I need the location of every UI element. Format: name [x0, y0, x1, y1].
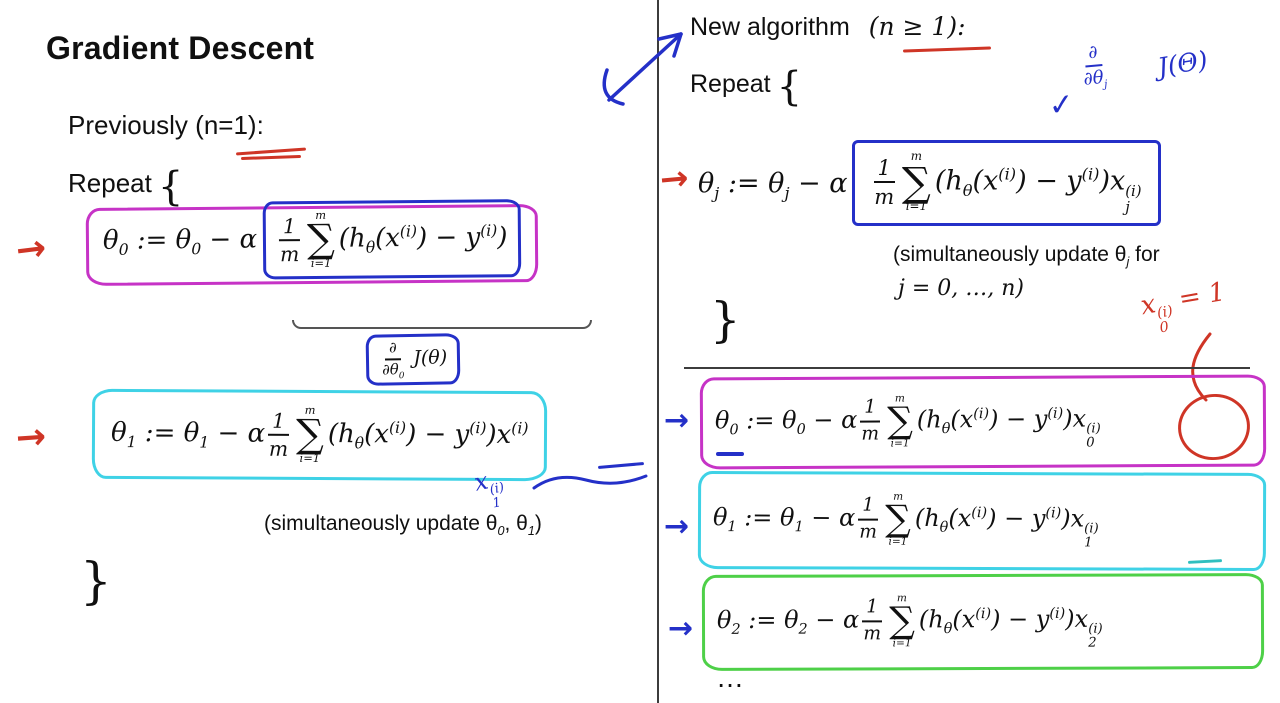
handwritten-J-theta: J(Θ) [1155, 45, 1210, 82]
new-algorithm-header: New algorithm (n ≥ 1): [690, 12, 966, 42]
previously-line: Previously (n=1): [68, 110, 264, 141]
previously-n-condition: (n=1): [195, 110, 264, 140]
partial-derivative-label-box: ∂∂θ0 J(θ) [365, 333, 461, 386]
simultaneous-update-note-left: (simultaneously update θ0, θ1) [264, 512, 542, 539]
blue-underline-theta0 [716, 452, 744, 456]
red-arrow: → [13, 227, 49, 272]
blue-arrow: → [664, 509, 690, 544]
open-brace: { [776, 64, 803, 110]
closing-brace-right: } [710, 292, 741, 348]
simultaneous-update-note-right-line2: j = 0, …, n) [898, 276, 1024, 301]
horizontal-divider [684, 367, 1250, 369]
n-ge-1-condition: (n ≥ 1): [868, 12, 966, 41]
partial-derivative-label: ∂∂θ0 J(θ) [382, 339, 448, 382]
blue-arrow: → [664, 403, 690, 438]
repeat-line-right: Repeat{ [690, 64, 802, 110]
red-underline-scribble [240, 154, 302, 161]
page-title: Gradient Descent [46, 30, 315, 66]
red-underline-scribble [902, 46, 992, 53]
column-divider [657, 0, 659, 703]
red-arrow: → [658, 157, 691, 201]
previously-text: Previously [68, 110, 188, 140]
open-brace: { [157, 164, 184, 210]
blue-squiggle [532, 474, 648, 490]
handwritten-derivative-note: ∂∂θj ✓ J(Θ) [1036, 29, 1265, 158]
handwritten-partial-derivative: ∂∂θj [1082, 41, 1108, 91]
repeat-label: Repeat [68, 168, 152, 198]
ellipsis: … [716, 662, 747, 693]
repeat-label: Repeat [690, 70, 771, 98]
closing-brace-left: } [80, 552, 112, 610]
equation-thetaj-lhs: θj := θj − α [698, 167, 848, 203]
repeat-line-left: Repeat{ [68, 164, 183, 210]
new-algorithm-text: New algorithm [690, 13, 850, 41]
check-mark: ✓ [1047, 87, 1076, 123]
blue-arrow-annotation [602, 32, 683, 106]
equation-theta0-lhs: θ0 := θ0 − α [102, 224, 258, 259]
red-arrow: → [14, 415, 48, 460]
underbrace [292, 320, 592, 329]
blue-arrow: → [668, 611, 694, 646]
simultaneous-update-note-right-line1: (simultaneously update θj for [893, 243, 1160, 270]
